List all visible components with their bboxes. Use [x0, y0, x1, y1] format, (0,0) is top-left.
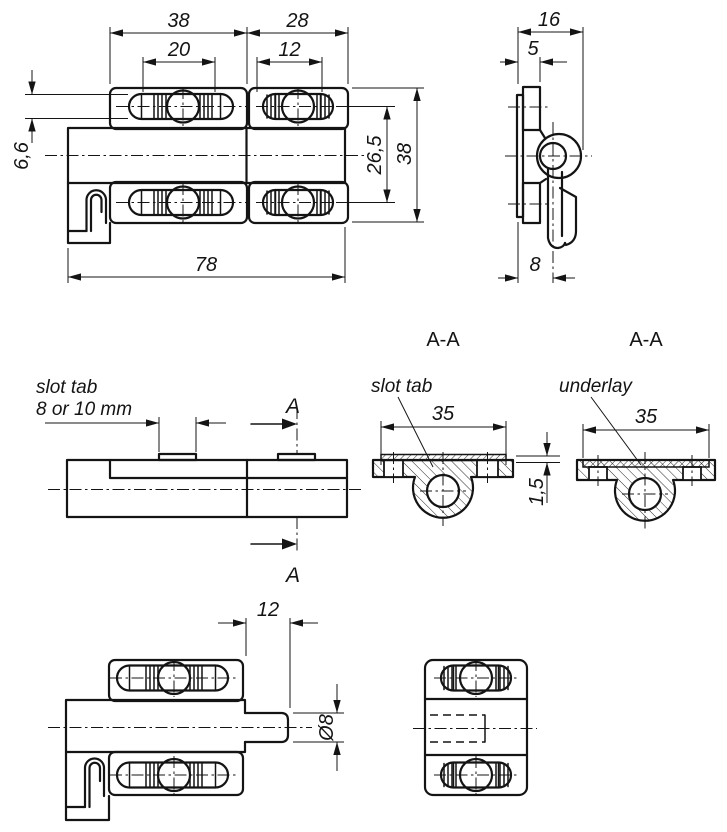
slotted-hole	[256, 87, 340, 126]
section-centerlines	[597, 452, 693, 529]
dim-78-label: 78	[195, 254, 217, 276]
plan-view: slot tab 8 or 10 mm A A	[36, 377, 362, 587]
lower-block	[521, 181, 542, 225]
dimensions-pin: 12 Ø8	[218, 599, 344, 771]
dimensions-section-underlay: 35	[582, 406, 710, 458]
tab-width-callout	[45, 417, 226, 452]
dim-1-5-label: 1,5	[526, 477, 548, 506]
dim-12-label: 12	[278, 39, 300, 61]
dimensions-front-top: 38 28 20 12 6,6 26,5 38 78	[11, 10, 424, 283]
dim-16-label: 16	[538, 9, 561, 31]
slotted-hole	[256, 183, 340, 222]
leader-line	[397, 396, 434, 468]
dim-20-label: 20	[167, 39, 190, 61]
section-aa-underlay: A-A 35 underlay	[559, 329, 717, 529]
side-view-centerlines	[505, 106, 592, 283]
upper-block	[521, 85, 542, 132]
section-letter-bottom: A	[284, 564, 300, 587]
slot-tab-left	[157, 452, 198, 462]
section-aa-slot-tab: A-A 35 1,5 slot tab	[371, 329, 560, 526]
label-slot-tab: slot tab	[371, 376, 432, 397]
hook-slot	[85, 189, 108, 233]
section-arrow-bottom	[282, 538, 297, 550]
dim-26-5-label: 26,5	[364, 135, 386, 176]
latch-body-outline	[64, 698, 247, 754]
dim-35-label: 35	[635, 406, 658, 428]
section-title: A-A	[629, 329, 663, 351]
side-view: 16 5 8	[498, 9, 592, 283]
front-view-top: 38 28 20 12 6,6 26,5 38 78	[11, 10, 424, 283]
slotted-hole	[110, 659, 236, 697]
ring-connectors	[538, 128, 548, 185]
strike-plate-bands	[423, 697, 529, 757]
section-letter-top: A	[284, 395, 300, 418]
plan-step-lines	[108, 458, 349, 519]
section-arrow-top	[282, 418, 297, 430]
hidden-pin-pocket	[430, 714, 485, 743]
dimensions-section-slot-tab: 35 1,5	[380, 403, 560, 506]
dim-8-label: 8	[529, 254, 540, 276]
dim-35-label: 35	[432, 403, 455, 425]
hook-bracket-outline	[66, 181, 112, 245]
slotted-hole	[116, 87, 246, 126]
underlay-strip	[582, 459, 710, 468]
catch-tab	[558, 186, 578, 247]
slotted-hole	[434, 659, 518, 697]
note-slot-tab-line2: 8 or 10 mm	[36, 399, 132, 420]
slot-tab-right	[276, 452, 317, 462]
dim-dia8-label: Ø8	[316, 714, 338, 742]
dimensions-side: 16 5 8	[498, 9, 584, 283]
catch-stem	[546, 167, 567, 250]
slotted-hole	[434, 756, 518, 794]
note-slot-tab-line1: slot tab	[36, 377, 97, 398]
label-underlay: underlay	[559, 376, 633, 397]
slotted-hole	[116, 183, 246, 222]
dim-6-6-label: 6,6	[11, 141, 33, 170]
dim-28-label: 28	[285, 10, 308, 32]
section-cut-marks: A A	[250, 395, 300, 587]
slotted-hole	[110, 756, 236, 794]
front-view-pin: 12 Ø8	[48, 599, 344, 822]
dim-5-label: 5	[527, 38, 539, 60]
plan-body-outline	[65, 458, 349, 519]
section-title: A-A	[426, 329, 460, 351]
dim-38-label: 38	[167, 10, 189, 32]
rear-view	[413, 658, 537, 797]
hook-slot	[83, 757, 106, 809]
dim-38-height-label: 38	[394, 143, 416, 165]
leader-line	[590, 396, 642, 466]
section-centerlines	[393, 452, 488, 526]
dim-12-pin-label: 12	[257, 599, 279, 621]
hook-bracket-outline	[64, 750, 111, 822]
